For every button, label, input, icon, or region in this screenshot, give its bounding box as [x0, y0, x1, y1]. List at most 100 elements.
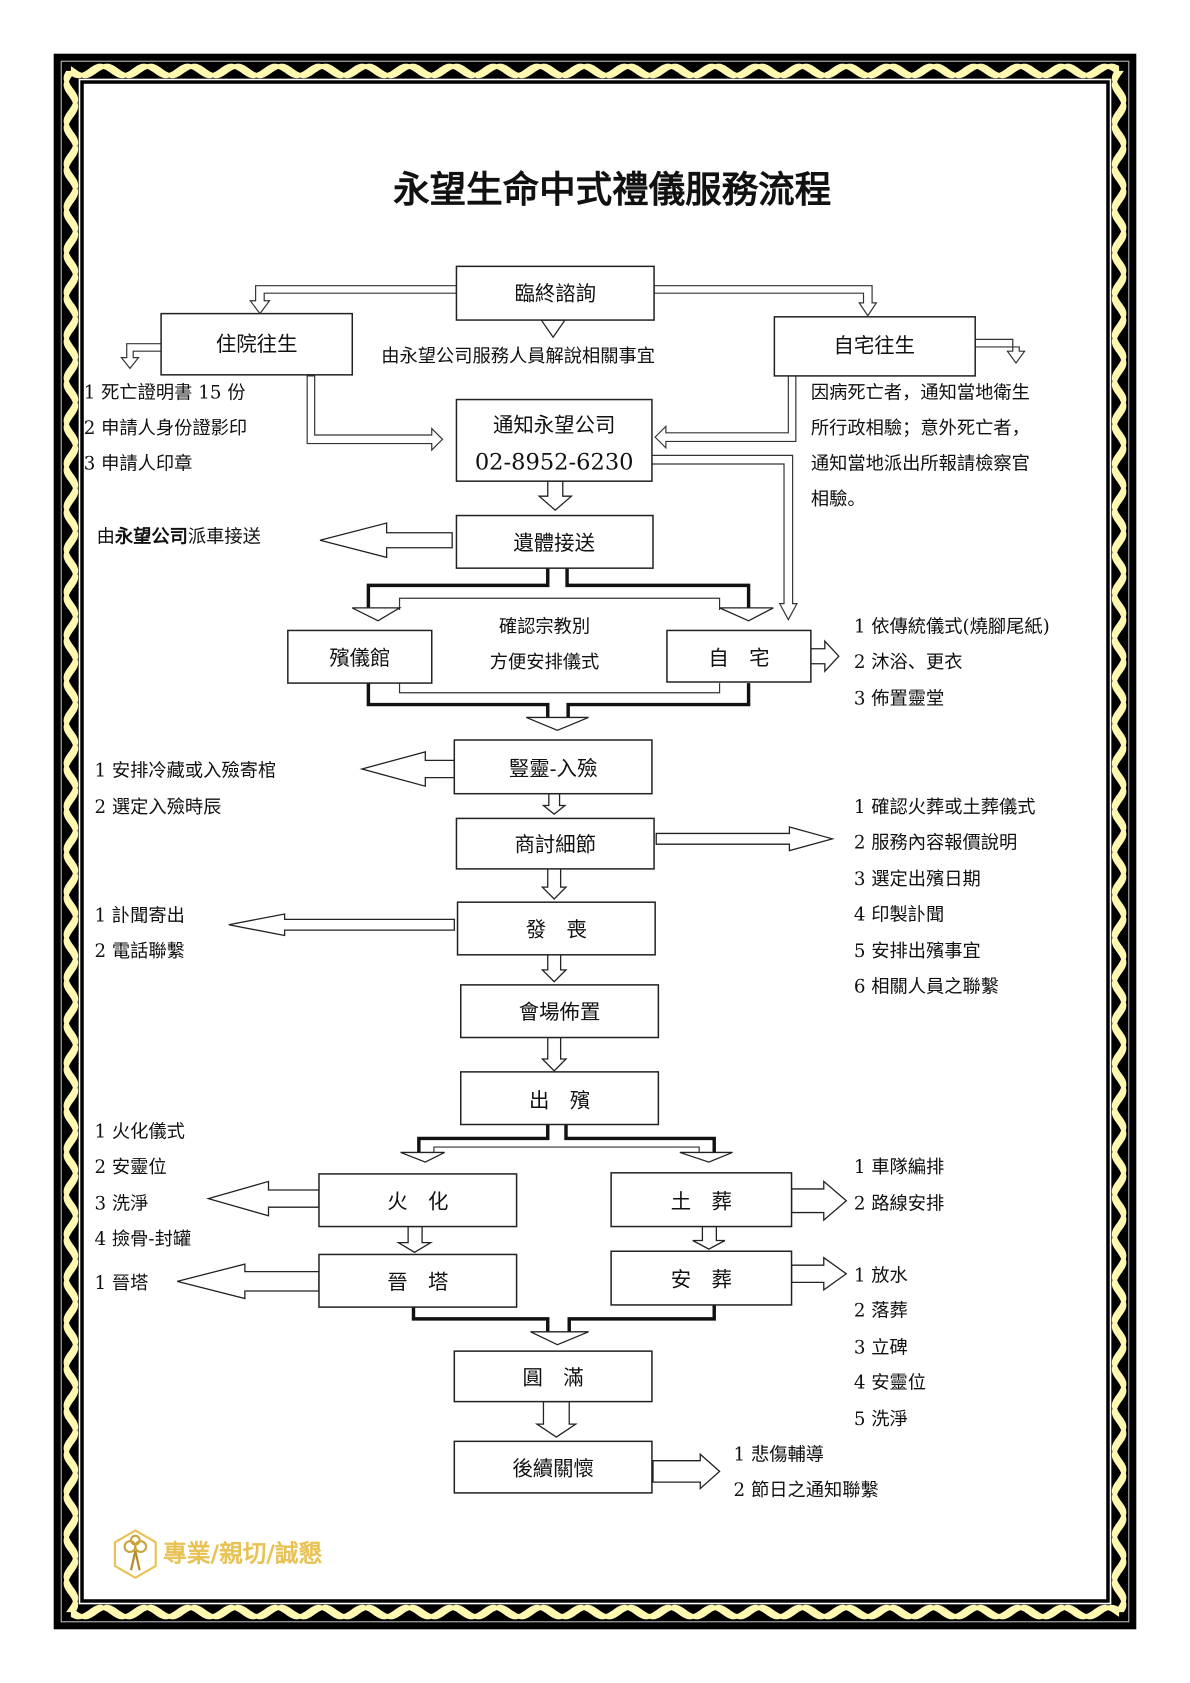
company-name-bold: 永望公司 — [114, 525, 188, 547]
node-announce-label: 發 喪 — [526, 918, 587, 942]
arrow-discuss-to-announce — [540, 868, 568, 900]
arrow-home-death-to-notify — [654, 375, 797, 450]
burial-items: 1 車隊編排 2 路線安排 — [854, 1157, 944, 1215]
node-notify: 通知永望公司 02-8952-6230 — [455, 398, 653, 482]
node-encoffin: 豎靈-入殮 — [453, 739, 653, 795]
religion-note: 確認宗教別 方便安排儀式 — [490, 617, 599, 673]
node-home-death: 自宅往生 — [773, 316, 976, 377]
announce-item: 1 訃聞寄出 — [95, 906, 185, 927]
discuss-items: 1 確認火葬或土葬儀式 2 服務內容報價說明 3 選定出殯日期 4 印製訃聞 5… — [854, 797, 1036, 997]
node-transport-label: 遺體接送 — [513, 531, 595, 555]
religion-line: 確認宗教別 — [499, 617, 590, 638]
home-death-description: 因病死亡者，通知當地衛生 所行政相驗；意外死亡者， 通知當地派出所報請檢察官 相… — [811, 382, 1030, 509]
burial-item: 2 路線安排 — [854, 1193, 944, 1214]
cremation-item: 3 洗淨 — [95, 1193, 149, 1214]
hospital-item: 2 申請人身份證影印 — [84, 418, 247, 439]
node-inter: 安 葬 — [610, 1250, 793, 1306]
cremation-item: 2 安靈位 — [95, 1157, 167, 1178]
ribbon-segment — [1111, 70, 1127, 1613]
consult-description: 由永望公司服務人員解說相關事宜 — [381, 346, 655, 367]
inter-item: 3 立碑 — [854, 1337, 908, 1358]
arrow-consult-to-hospital — [249, 285, 458, 315]
arrow-home-right — [810, 639, 840, 673]
node-discuss-label: 商討細節 — [514, 833, 596, 857]
arrow-enshrine-left — [177, 1263, 320, 1300]
inter-item: 4 安靈位 — [854, 1373, 926, 1394]
arrow-aftercare-right — [652, 1452, 721, 1491]
discuss-item: 1 確認火葬或土葬儀式 — [854, 797, 1036, 818]
node-funeral-home-label: 殯儀館 — [329, 646, 390, 670]
transport-note: 由永望公司派車接送 — [97, 525, 261, 547]
discuss-item: 6 相關人員之聯繫 — [854, 976, 999, 997]
arrow-encoffin-left — [359, 750, 455, 788]
discuss-item: 4 印製訃聞 — [854, 904, 944, 925]
arrow-announce-to-venue — [540, 954, 568, 983]
node-complete-label: 圓 滿 — [523, 1365, 584, 1389]
inter-item: 5 洗淨 — [854, 1409, 908, 1430]
node-home-death-label: 自宅往生 — [833, 333, 915, 357]
page-title: 永望生命中式禮儀服務流程 — [393, 168, 831, 211]
home-item: 2 沐浴、更衣 — [854, 652, 963, 673]
node-hospital-label: 住院往生 — [216, 332, 298, 356]
home-items: 1 依傳統儀式(燒腳尾紙) 2 沐浴、更衣 3 佈置靈堂 — [854, 617, 1050, 710]
ribbon-segment — [70, 63, 1120, 79]
arrow-hospital-left — [120, 343, 162, 370]
node-procession: 出 殯 — [459, 1071, 660, 1126]
arrow-burial-right — [790, 1180, 848, 1222]
home-item: 1 依傳統儀式(燒腳尾紙) — [854, 617, 1050, 638]
aftercare-item: 1 悲傷輔導 — [734, 1445, 824, 1466]
branch-merge-encoffin — [366, 683, 751, 732]
node-notify-label: 通知永望公司 — [493, 413, 615, 437]
discuss-item: 2 服務內容報價說明 — [854, 832, 1017, 853]
arrow-encoffin-to-discuss — [541, 793, 567, 815]
node-announce: 發 喪 — [456, 901, 656, 956]
aftercare-item: 2 節日之通知聯繫 — [734, 1480, 879, 1501]
arrow-venue-to-procession — [540, 1036, 568, 1072]
discuss-item: 3 選定出殯日期 — [854, 869, 981, 890]
node-discuss: 商討細節 — [455, 817, 655, 870]
burial-item: 1 車隊編排 — [854, 1157, 944, 1178]
connectors — [120, 285, 1026, 1491]
branch-transport — [351, 568, 774, 622]
cremation-item: 4 撿骨-封罐 — [95, 1229, 192, 1250]
home-death-desc-line: 通知當地派出所報請檢察官 — [811, 453, 1030, 474]
node-consult: 臨終諮詢 — [455, 265, 655, 321]
node-hospital: 住院往生 — [160, 312, 354, 376]
encoffin-item: 1 安排冷藏或入殮寄棺 — [95, 761, 277, 782]
branch-procession — [400, 1124, 733, 1163]
inter-item: 1 放水 — [854, 1265, 908, 1286]
node-inter-label: 安 葬 — [671, 1268, 732, 1292]
home-death-desc-line: 因病死亡者，通知當地衛生 — [811, 382, 1030, 403]
node-cremation-label: 火 化 — [387, 1189, 448, 1213]
node-burial-label: 土 葬 — [671, 1189, 732, 1213]
arrow-notify-to-transport — [537, 480, 574, 512]
slogan: 專業/親切/誠懇 — [163, 1540, 322, 1568]
arrow-consult-to-home-death — [653, 285, 878, 317]
node-venue: 會場佈置 — [459, 984, 660, 1039]
hospital-item: 1 死亡證明書 15 份 — [84, 382, 246, 403]
inter-item: 2 落葬 — [854, 1301, 908, 1322]
arrow-discuss-right — [655, 826, 835, 852]
node-burial: 土 葬 — [610, 1172, 793, 1228]
notify-phone-number: 02-8952-6230 — [475, 449, 634, 475]
node-transport: 遺體接送 — [455, 514, 654, 569]
announce-items: 1 訃聞寄出 2 電話聯繫 — [95, 906, 185, 962]
footer-brand: 專業/親切/誠懇 — [113, 1529, 323, 1579]
node-aftercare: 後續關懷 — [453, 1440, 653, 1494]
encoffin-item: 2 選定入殮時辰 — [95, 797, 222, 818]
home-item: 3 佈置靈堂 — [854, 689, 944, 710]
ribbon-pattern — [63, 63, 1127, 1620]
node-consult-label: 臨終諮詢 — [514, 282, 596, 306]
node-home-label: 自 宅 — [708, 646, 769, 670]
enshrine-item: 1 晉塔 — [95, 1273, 149, 1294]
hospital-items: 1 死亡證明書 15 份 2 申請人身份證影印 3 申請人印章 — [84, 382, 247, 474]
ribbon-segment — [70, 1604, 1120, 1620]
hexagon-knot-logo-icon — [113, 1529, 157, 1579]
arrow-notify-to-home — [651, 454, 798, 621]
home-death-desc-line: 所行政相驗；意外死亡者， — [811, 418, 1030, 439]
node-complete: 圓 滿 — [453, 1350, 653, 1403]
branch-merge-complete — [411, 1304, 716, 1346]
home-death-desc-line: 相驗。 — [811, 489, 866, 510]
node-procession-label: 出 殯 — [529, 1088, 590, 1112]
